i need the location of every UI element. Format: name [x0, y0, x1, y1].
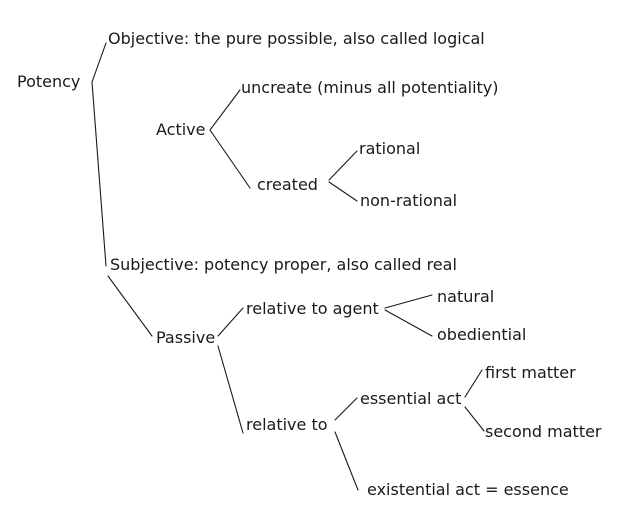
edge-created-rational	[328, 150, 358, 181]
edge-relto-existential	[334, 431, 359, 491]
node-uncreate: uncreate (minus all potentiality)	[241, 78, 499, 97]
edge-relagent-obediential	[384, 309, 433, 337]
node-natural: natural	[437, 287, 495, 306]
node-created: created	[257, 175, 318, 194]
edge-relagent-natural	[384, 294, 433, 309]
edge-active-uncreate	[209, 89, 241, 131]
node-rational: rational	[359, 139, 421, 158]
edge-relto-essential	[334, 397, 358, 421]
node-objective: Objective: the pure possible, also calle…	[108, 29, 485, 48]
edge-passive-relto	[217, 345, 244, 434]
node-relative-to: relative to	[246, 415, 328, 434]
node-subjective: Subjective: potency proper, also called …	[110, 255, 457, 274]
node-non-rational: non-rational	[360, 191, 458, 210]
edge-potency-objective	[91, 42, 107, 83]
node-obediential: obediential	[437, 325, 527, 344]
edge-subjective-passive	[107, 275, 153, 337]
edge-essential-second	[464, 406, 485, 432]
node-first-matter: first matter	[485, 363, 576, 382]
node-essential-act: essential act	[360, 389, 462, 408]
node-passive: Passive	[156, 328, 216, 347]
node-potency: Potency	[17, 72, 81, 91]
edge-passive-relagent	[217, 307, 244, 337]
edge-essential-first	[464, 369, 483, 398]
edge-potency-subjective	[91, 81, 107, 267]
node-second-matter: second matter	[485, 422, 602, 441]
node-active: Active	[156, 120, 206, 139]
node-relative-to-agent: relative to agent	[246, 299, 379, 318]
node-existential-act: existential act = essence	[367, 480, 569, 499]
edge-active-created	[209, 129, 251, 189]
edge-created-nonrational	[328, 181, 358, 202]
